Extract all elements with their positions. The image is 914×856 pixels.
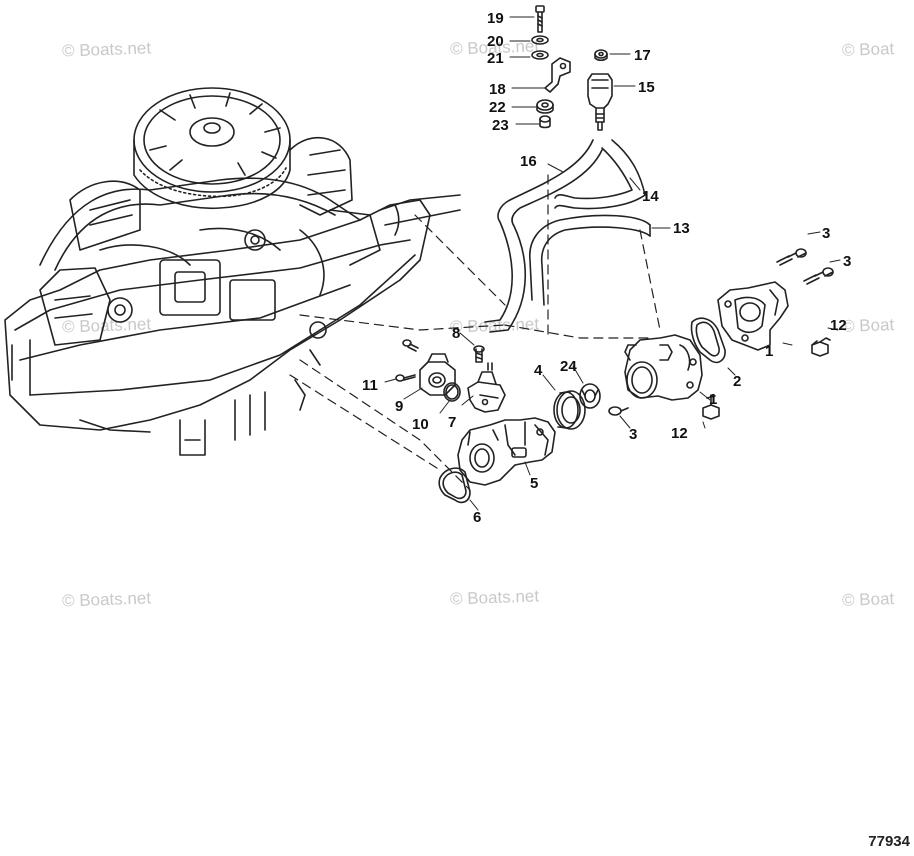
gasket-6 — [438, 467, 471, 504]
hose-14 — [554, 139, 646, 210]
callout-5: 5 — [530, 475, 538, 492]
callout-16: 16 — [520, 153, 537, 170]
callout-8: 8 — [452, 325, 460, 342]
callout-6: 6 — [473, 509, 481, 526]
callout-22: 22 — [489, 99, 506, 116]
callout-1-lower: 1 — [709, 391, 717, 408]
screw-3-lower — [608, 406, 629, 416]
hose-13 — [529, 214, 651, 306]
bolt-12-lower — [702, 394, 720, 420]
callout-18: 18 — [489, 81, 506, 98]
callout-20: 20 — [487, 33, 504, 50]
washer-20 — [531, 35, 549, 45]
callout-leaders — [384, 16, 841, 511]
sensor-7 — [467, 371, 506, 413]
callout-10: 10 — [412, 416, 429, 433]
callout-4: 4 — [534, 362, 543, 379]
sleeve-23 — [539, 115, 551, 129]
callout-12-right: 12 — [830, 317, 847, 334]
callout-13: 13 — [673, 220, 690, 237]
callout-7: 7 — [448, 414, 456, 431]
figure-number: 77934 — [868, 833, 910, 850]
callout-11: 11 — [362, 377, 378, 394]
callout-1-upper: 1 — [765, 343, 773, 360]
callout-12-lower: 12 — [671, 425, 688, 442]
screw-8b — [487, 362, 493, 371]
assembly-leaders — [289, 174, 661, 491]
engine-assembly — [4, 87, 461, 456]
callout-19: 19 — [487, 10, 504, 27]
callout-15: 15 — [638, 79, 655, 96]
screw-3-mid — [803, 267, 834, 285]
nut-22 — [536, 99, 554, 114]
callout-23: 23 — [492, 117, 509, 134]
hose-16 — [484, 139, 603, 333]
seal-4 — [553, 390, 586, 430]
screw-3-top — [776, 248, 807, 266]
manifold-5 — [457, 417, 556, 486]
callout-3-lower: 3 — [629, 426, 637, 443]
screw-upper-11 — [402, 339, 419, 352]
intake-elbow-1 — [717, 281, 789, 351]
callout-2: 2 — [733, 373, 741, 390]
screw-11 — [395, 374, 416, 382]
callout-21: 21 — [487, 50, 504, 67]
nut-17 — [594, 49, 608, 62]
callout-17: 17 — [634, 47, 651, 64]
callout-24: 24 — [560, 358, 577, 375]
oring-10 — [443, 382, 461, 402]
gasket-2 — [690, 317, 726, 364]
screw-8 — [473, 345, 485, 363]
callout-9: 9 — [395, 398, 403, 415]
throttle-body-1 — [624, 334, 703, 401]
bracket-18 — [544, 57, 571, 93]
callout-14: 14 — [642, 188, 659, 205]
bolt-12-right — [811, 337, 831, 357]
sensor-15 — [587, 73, 613, 131]
bolt-19 — [535, 5, 545, 33]
callout-3-mid: 3 — [843, 253, 851, 270]
washer-24 — [579, 383, 601, 409]
sensor-9 — [419, 353, 456, 396]
callout-3-top: 3 — [822, 225, 830, 242]
washer-21 — [531, 50, 549, 60]
